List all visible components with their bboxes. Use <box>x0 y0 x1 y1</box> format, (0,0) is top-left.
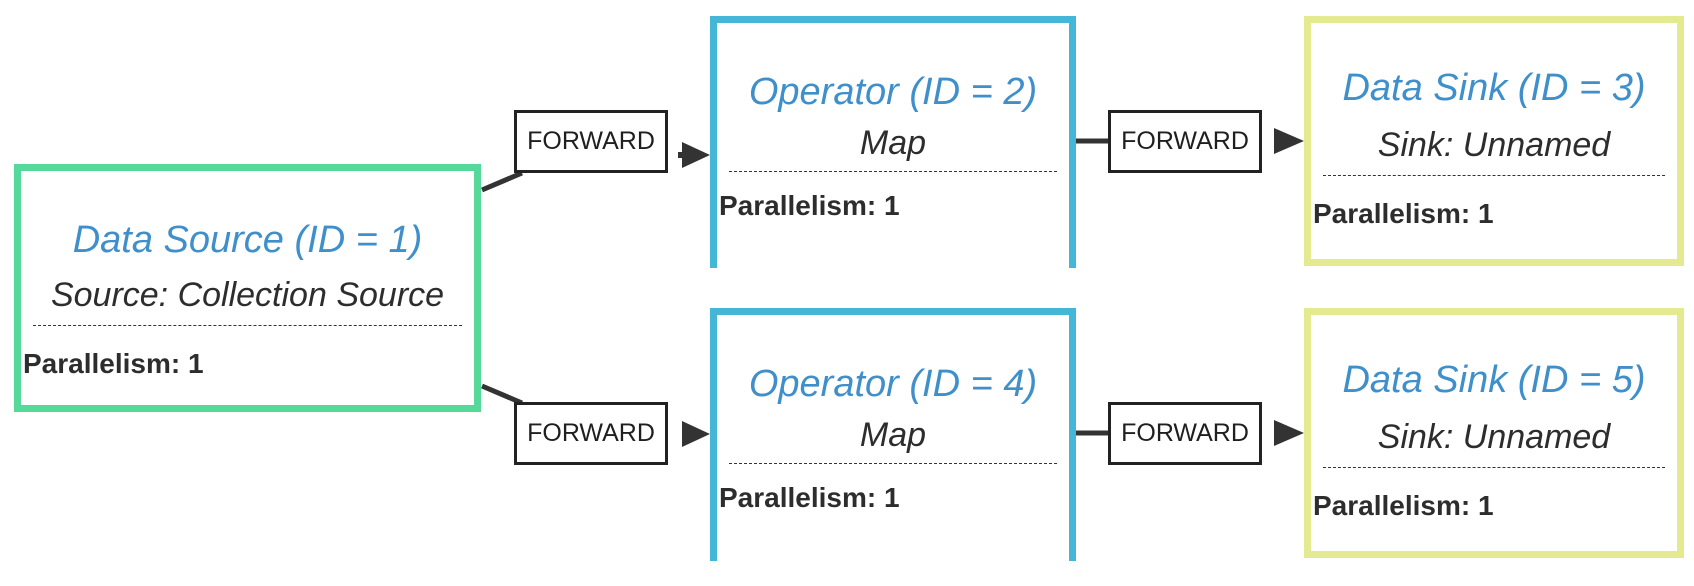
node-title: Data Sink (ID = 5) <box>1342 359 1646 401</box>
node-title: Operator (ID = 4) <box>748 363 1038 405</box>
edge-label-2-3[interactable]: FORWARD <box>1108 110 1262 173</box>
node-description: Map <box>859 124 927 162</box>
node-description: Sink: Unnamed <box>1377 418 1611 456</box>
edge-label-1-4[interactable]: FORWARD <box>514 402 668 465</box>
node-description: Map <box>859 416 927 454</box>
node-data-sink-5[interactable]: Data Sink (ID = 5) Sink: Unnamed Paralle… <box>1304 308 1684 558</box>
node-parallelism: Parallelism: 1 <box>719 190 900 221</box>
edge-1-2-arrowhead <box>682 142 710 168</box>
node-description: Source: Collection Source <box>50 276 445 314</box>
edge-label-4-5[interactable]: FORWARD <box>1108 402 1262 465</box>
node-separator <box>33 325 462 326</box>
node-data-sink-3[interactable]: Data Sink (ID = 3) Sink: Unnamed Paralle… <box>1304 16 1684 266</box>
node-separator <box>1323 467 1665 468</box>
edge-1-2-line <box>481 170 523 193</box>
node-separator <box>729 463 1057 464</box>
node-separator <box>1323 175 1665 176</box>
node-title: Data Sink (ID = 3) <box>1342 67 1646 109</box>
edge-4-5-arrowhead <box>1274 420 1304 446</box>
edge-label-1-2[interactable]: FORWARD <box>514 110 668 173</box>
node-operator-2[interactable]: Operator (ID = 2) Map Parallelism: 1 <box>710 16 1076 268</box>
node-description: Sink: Unnamed <box>1377 126 1611 164</box>
node-operator-4[interactable]: Operator (ID = 4) Map Parallelism: 1 <box>710 308 1076 561</box>
node-parallelism: Parallelism: 1 <box>1313 490 1494 521</box>
edge-1-4-line <box>481 383 523 406</box>
node-separator <box>729 171 1057 172</box>
node-parallelism: Parallelism: 1 <box>719 482 900 513</box>
node-title: Operator (ID = 2) <box>748 71 1038 113</box>
edge-1-4-arrowhead <box>682 421 710 447</box>
node-parallelism: Parallelism: 1 <box>23 348 204 379</box>
node-parallelism: Parallelism: 1 <box>1313 198 1494 229</box>
node-data-source-1[interactable]: Data Source (ID = 1) Source: Collection … <box>14 164 481 412</box>
node-title: Data Source (ID = 1) <box>72 219 423 261</box>
edge-2-3-arrowhead <box>1274 128 1304 154</box>
